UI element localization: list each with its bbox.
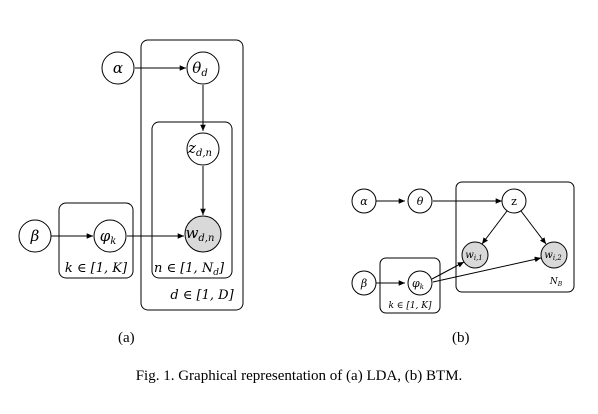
lda-theta-symbol: θd	[192, 59, 207, 79]
btm-subfigure-label: (b)	[452, 330, 470, 346]
btm-theta-symbol: θ	[417, 195, 424, 208]
figure-caption: Fig. 1. Graphical representation of (a) …	[135, 368, 463, 384]
btm-node-alpha: α	[351, 188, 377, 214]
lda-plate-k-label: k ∈ [1, K]	[65, 261, 128, 276]
btm-z-symbol: z	[511, 195, 517, 208]
lda-z-symbol: zd,n	[187, 139, 212, 159]
btm-node-phi: φk	[407, 270, 433, 296]
lda-beta-symbol: β	[30, 227, 40, 245]
lda-plate-d	[140, 39, 244, 311]
btm-edge-phi-w1	[431, 261, 465, 280]
lda-plate-n-label: n ∈ [1, Nd]	[154, 261, 225, 278]
btm-plate-k	[379, 257, 441, 314]
lda-node-theta: θd	[186, 51, 220, 85]
btm-plate-nb	[455, 181, 575, 293]
btm-node-w1: wi,1	[461, 241, 489, 269]
btm-alpha-symbol: α	[360, 195, 368, 208]
lda-plate-k	[58, 202, 134, 279]
lda-diagram: α θd zd,n wd,n β φk k ∈ [1, K] n ∈ [1, N…	[18, 39, 244, 311]
btm-diagram: α θ z wi,1 wi,2 β φk k ∈ [1, K] NB	[351, 181, 575, 314]
btm-plate-nb-label: NB	[549, 277, 563, 288]
lda-w-symbol: wd,n	[186, 224, 215, 244]
btm-w1-symbol: wi,1	[465, 250, 482, 262]
btm-phi-symbol: φk	[412, 277, 424, 291]
btm-edge-z-w2	[520, 210, 547, 245]
lda-plate-n	[151, 121, 233, 279]
lda-alpha-symbol: α	[113, 59, 123, 77]
lda-node-z: zd,n	[186, 132, 220, 166]
lda-node-w: wd,n	[184, 215, 222, 253]
lda-node-beta: β	[18, 219, 52, 253]
btm-node-z: z	[501, 188, 527, 214]
btm-edge-z-w1	[481, 210, 508, 245]
btm-node-w2: wi,2	[540, 241, 568, 269]
lda-node-phi: φk	[93, 219, 127, 253]
btm-w2-symbol: wi,2	[544, 250, 562, 262]
lda-plate-d-label: d ∈ [1, D]	[170, 288, 234, 303]
btm-beta-symbol: β	[360, 277, 367, 290]
btm-node-theta: θ	[407, 188, 433, 214]
lda-node-alpha: α	[101, 51, 135, 85]
btm-node-beta: β	[351, 270, 377, 296]
lda-phi-symbol: φk	[100, 227, 117, 247]
btm-edge-phi-w2	[432, 256, 542, 283]
btm-plate-k-label: k ∈ [1, K]	[388, 301, 432, 311]
lda-subfigure-label: (a)	[118, 330, 135, 346]
